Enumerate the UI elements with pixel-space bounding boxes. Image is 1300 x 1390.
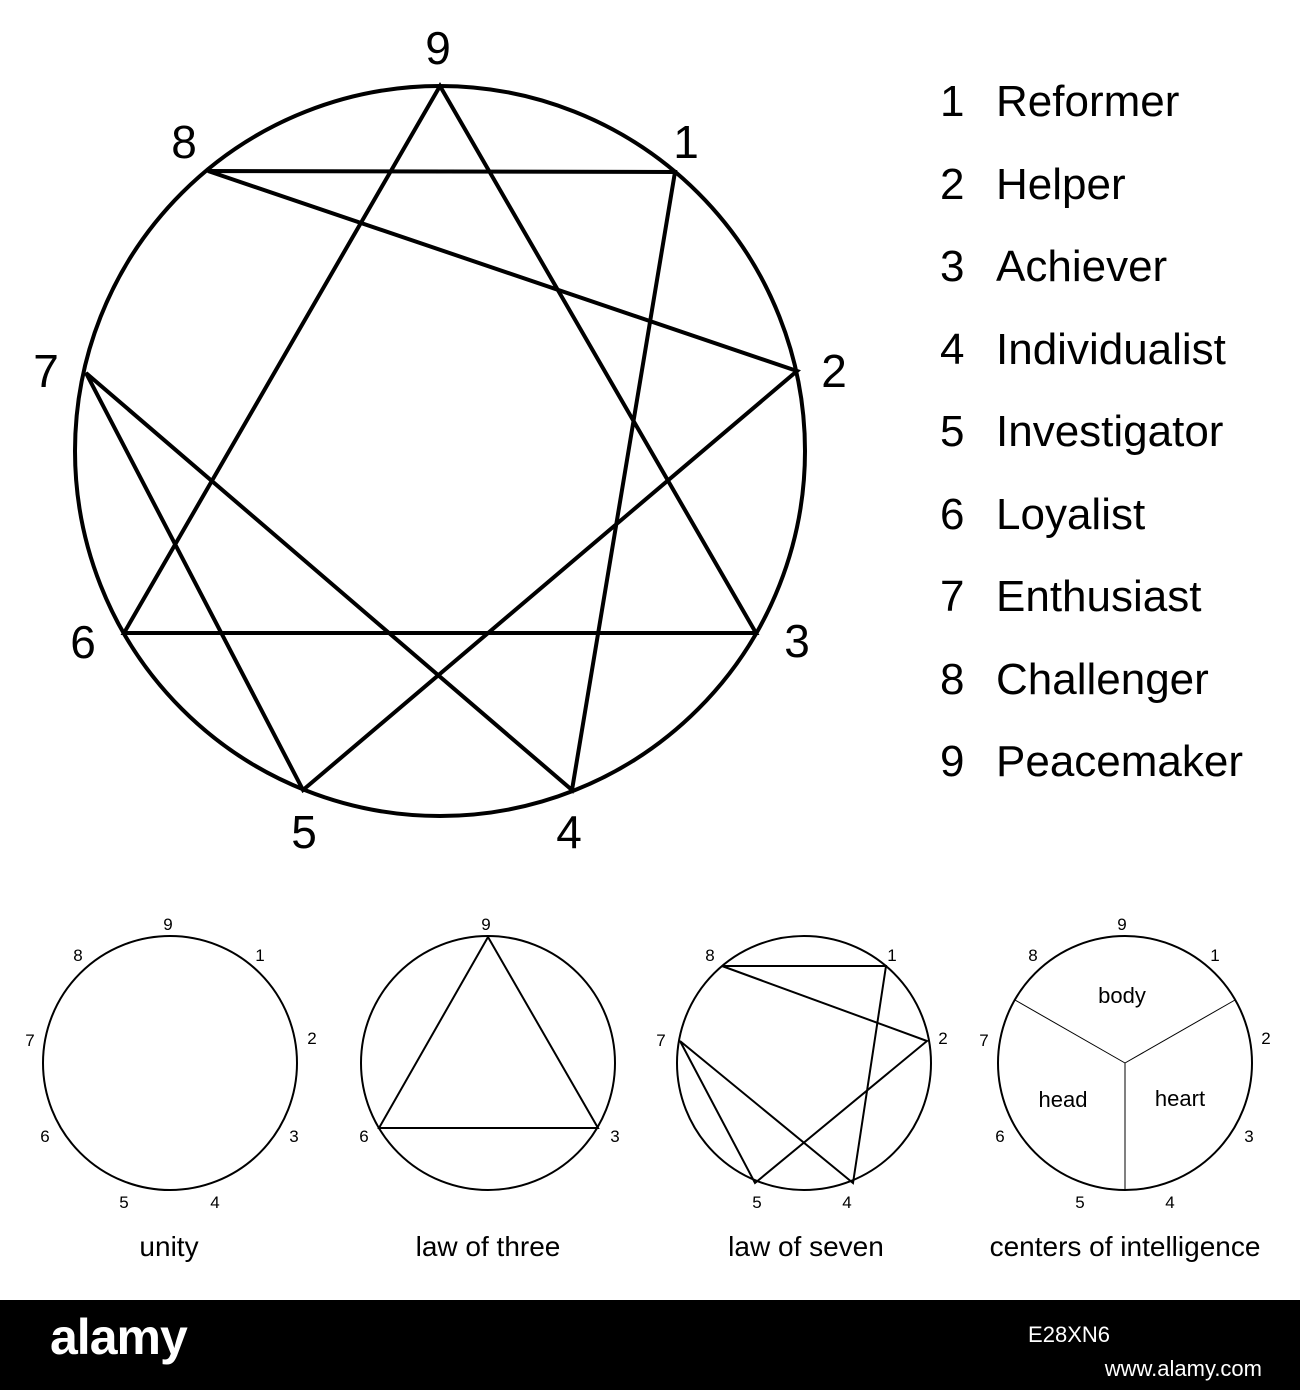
centers-label-4: 4 — [1165, 1193, 1174, 1212]
stock-footer: alamy E28XN6 www.alamy.com — [0, 1300, 1300, 1390]
legend-number: 1 — [940, 77, 965, 126]
legend-type-name: Helper — [996, 159, 1126, 209]
unity-caption: unity — [139, 1231, 198, 1262]
legend-item-enthusiast: 7 Enthusiast — [940, 569, 1243, 652]
unity-label-6: 6 — [40, 1127, 49, 1146]
law-of-seven-label-1: 1 — [887, 946, 896, 965]
centers-label-9: 9 — [1117, 915, 1126, 934]
unity-label-8: 8 — [73, 946, 82, 965]
main-label-9: 9 — [425, 22, 451, 74]
law-of-three-triangle — [377, 934, 600, 1129]
unity-circle — [42, 935, 298, 1191]
law-of-seven-label-8: 8 — [705, 946, 714, 965]
type-legend: 1 Reformer 2 Helper 3 Achiever 4 Individuali… — [940, 74, 1243, 817]
legend-item-investigator: 5 Investigator — [940, 404, 1243, 487]
main-label-7: 7 — [33, 345, 59, 397]
panel-centers-of-intelligence: body head heart 9 1 2 3 4 5 6 7 8 center… — [979, 915, 1270, 1262]
law-of-seven-hexad — [679, 965, 929, 1185]
legend-type-name: Enthusiast — [996, 572, 1202, 621]
legend-number: 7 — [940, 572, 965, 621]
unity-label-9: 9 — [163, 915, 172, 934]
main-label-1: 1 — [673, 116, 699, 168]
legend-type-name: Peacemaker — [996, 737, 1244, 786]
law-of-three-label-6: 6 — [359, 1127, 368, 1146]
legend-type-name: Achiever — [996, 242, 1168, 291]
main-label-2: 2 — [821, 345, 847, 397]
centers-label-5: 5 — [1075, 1193, 1084, 1212]
site-link[interactable]: www.alamy.com — [1104, 1356, 1262, 1381]
law-of-three-label-3: 3 — [610, 1127, 619, 1146]
panel-law-of-three: 9 3 6 law of three — [359, 915, 619, 1262]
centers-divider-left — [1014, 999, 1126, 1064]
centers-label-6: 6 — [995, 1127, 1004, 1146]
image-id: E28XN6 — [1028, 1322, 1110, 1347]
main-hexad — [84, 169, 801, 794]
centers-divider-right — [1124, 999, 1236, 1064]
legend-item-achiever: 3 Achiever — [940, 239, 1243, 322]
legend-number: 5 — [940, 407, 965, 456]
main-label-8: 8 — [171, 116, 197, 168]
main-label-3: 3 — [784, 615, 810, 667]
main-label-4: 4 — [556, 806, 582, 858]
legend-number: 9 — [940, 737, 965, 786]
unity-label-1: 1 — [255, 946, 264, 965]
legend-item-reformer: 1 Reformer — [940, 74, 1243, 157]
law-of-three-label-9: 9 — [481, 915, 490, 934]
legend-type-name: Investigator — [996, 407, 1224, 456]
main-enneagram: 9 1 2 3 4 5 6 7 8 — [33, 22, 847, 858]
law-of-seven-label-4: 4 — [842, 1193, 851, 1212]
legend-number: 8 — [940, 654, 965, 704]
centers-label-2: 2 — [1261, 1029, 1270, 1048]
main-label-5: 5 — [291, 806, 317, 858]
centers-label-7: 7 — [979, 1031, 988, 1050]
law-of-seven-circle — [676, 935, 932, 1191]
legend-item-loyalist: 6 Loyalist — [940, 487, 1243, 570]
legend-item-challenger: 8 Challenger — [940, 652, 1243, 735]
unity-label-2: 2 — [307, 1029, 316, 1048]
centers-region-head: head — [1039, 1087, 1088, 1112]
main-circle — [73, 84, 807, 818]
main-triangle — [120, 82, 760, 635]
legend-type-name: Loyalist — [996, 489, 1146, 539]
legend-type-name: Individualist — [996, 324, 1226, 374]
legend-number: 2 — [940, 159, 965, 209]
law-of-seven-caption: law of seven — [728, 1231, 884, 1262]
legend-number: 6 — [940, 489, 965, 539]
law-of-three-caption: law of three — [416, 1231, 561, 1262]
unity-label-7: 7 — [25, 1031, 34, 1050]
main-label-6: 6 — [70, 616, 96, 668]
centers-label-1: 1 — [1210, 946, 1219, 965]
centers-label-3: 3 — [1244, 1127, 1253, 1146]
legend-number: 4 — [940, 324, 965, 374]
panel-unity: 9 1 2 3 4 5 6 7 8 unity — [25, 915, 316, 1262]
legend-item-individualist: 4 Individualist — [940, 322, 1243, 405]
centers-label-8: 8 — [1028, 946, 1037, 965]
law-of-seven-label-5: 5 — [752, 1193, 761, 1212]
legend-type-name: Challenger — [996, 654, 1209, 704]
legend-type-name: Reformer — [996, 77, 1180, 126]
legend-number: 3 — [940, 242, 965, 291]
law-of-three-circle — [360, 935, 616, 1191]
centers-region-heart: heart — [1155, 1086, 1205, 1111]
legend-item-helper: 2 Helper — [940, 157, 1243, 240]
centers-caption: centers of intelligence — [990, 1231, 1261, 1262]
unity-label-5: 5 — [119, 1193, 128, 1212]
legend-item-peacemaker: 9 Peacemaker — [940, 734, 1243, 817]
panel-law-of-seven: 1 2 4 5 7 8 law of seven — [656, 935, 948, 1262]
law-of-seven-label-2: 2 — [938, 1029, 947, 1048]
unity-label-4: 4 — [210, 1193, 219, 1212]
brand-logo[interactable]: alamy — [50, 1309, 188, 1365]
unity-label-3: 3 — [289, 1127, 298, 1146]
centers-region-body: body — [1098, 983, 1146, 1008]
law-of-seven-label-7: 7 — [656, 1031, 665, 1050]
